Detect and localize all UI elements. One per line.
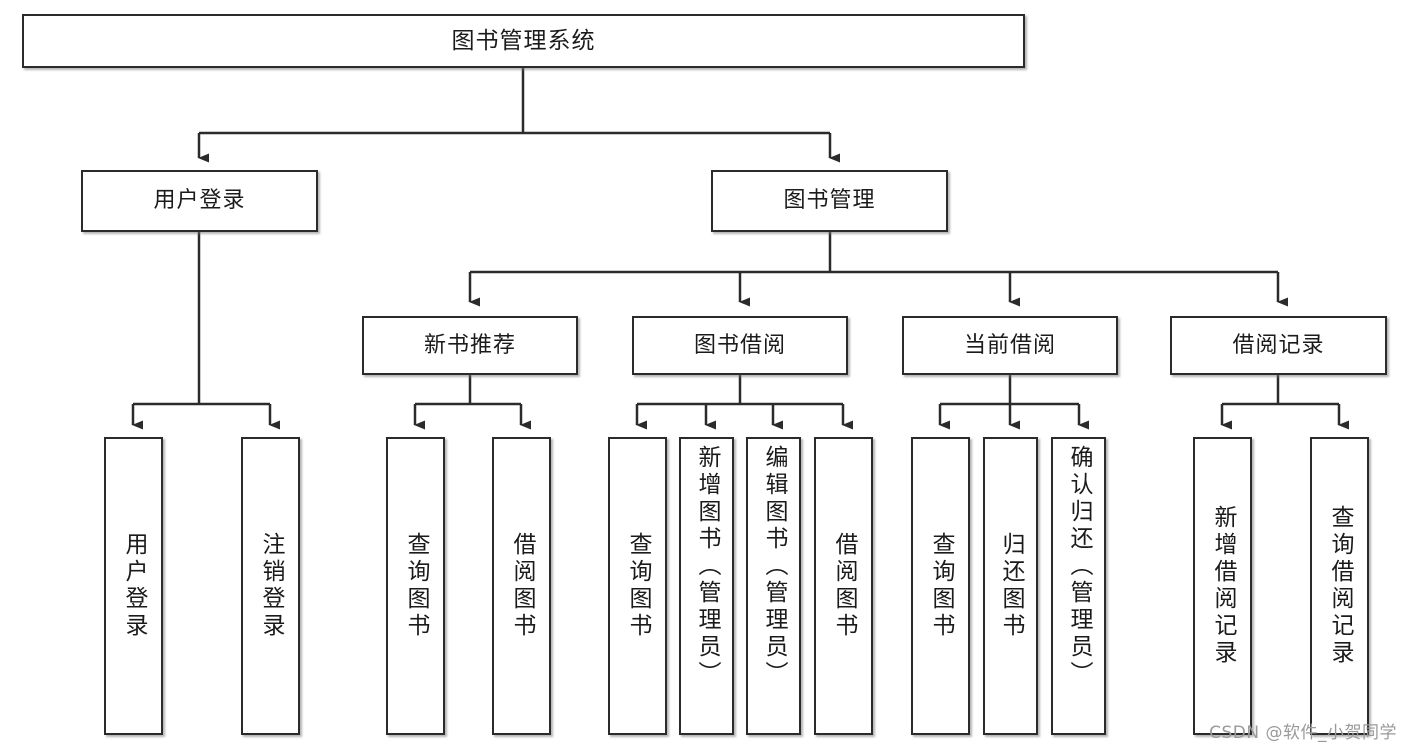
node-label: 用户登录 <box>121 532 147 640</box>
node-label: 借阅图书 <box>831 532 857 640</box>
watermark: CSDN @软件_小贺同学 <box>1209 723 1397 743</box>
node-label: 新增借阅记录 <box>1210 505 1236 667</box>
node-book-borrow[interactable]: 图书借阅 <box>632 316 848 375</box>
node-label: 图书管理 <box>783 188 876 214</box>
leaf-return-book[interactable]: 归还图书 <box>983 437 1038 735</box>
node-user-login[interactable]: 用户登录 <box>81 170 318 232</box>
node-borrow-record[interactable]: 借阅记录 <box>1170 316 1387 375</box>
node-label: 编辑图书（管理员） <box>761 445 787 688</box>
leaf-query-book-current[interactable]: 查询图书 <box>911 437 970 735</box>
leaf-borrow-book-recommend[interactable]: 借阅图书 <box>492 437 551 735</box>
leaf-add-borrow-record[interactable]: 新增借阅记录 <box>1193 437 1252 735</box>
leaf-query-book-borrow[interactable]: 查询图书 <box>608 437 667 735</box>
node-label: 图书管理系统 <box>451 27 596 54</box>
leaf-query-book-recommend[interactable]: 查询图书 <box>386 437 445 735</box>
leaf-edit-book-admin[interactable]: 编辑图书（管理员） <box>746 437 801 735</box>
leaf-borrow-book[interactable]: 借阅图书 <box>814 437 873 735</box>
leaf-query-borrow-record[interactable]: 查询借阅记录 <box>1310 437 1369 735</box>
node-label: 借阅图书 <box>509 532 535 640</box>
node-label: 查询图书 <box>928 532 954 640</box>
node-label: 查询图书 <box>625 532 651 640</box>
node-label: 确认归还（管理员） <box>1066 445 1092 688</box>
node-label: 借阅记录 <box>1232 332 1325 358</box>
node-label: 查询图书 <box>403 532 429 640</box>
node-label: 新增图书（管理员） <box>694 445 720 688</box>
node-label: 当前借阅 <box>963 332 1056 358</box>
leaf-user-login[interactable]: 用户登录 <box>104 437 163 735</box>
leaf-confirm-return-admin[interactable]: 确认归还（管理员） <box>1051 437 1106 735</box>
leaf-add-book-admin[interactable]: 新增图书（管理员） <box>679 437 734 735</box>
node-root-book-management-system[interactable]: 图书管理系统 <box>22 14 1025 68</box>
node-label: 注销登录 <box>258 532 284 640</box>
node-label: 新书推荐 <box>423 332 516 358</box>
node-label: 图书借阅 <box>693 332 786 358</box>
node-label: 查询借阅记录 <box>1327 505 1353 667</box>
leaf-logout[interactable]: 注销登录 <box>241 437 300 735</box>
node-book-management[interactable]: 图书管理 <box>711 170 948 232</box>
node-label: 用户登录 <box>153 188 246 214</box>
node-label: 归还图书 <box>998 532 1024 640</box>
node-new-book-recommend[interactable]: 新书推荐 <box>362 316 578 375</box>
node-current-borrow[interactable]: 当前借阅 <box>902 316 1118 375</box>
